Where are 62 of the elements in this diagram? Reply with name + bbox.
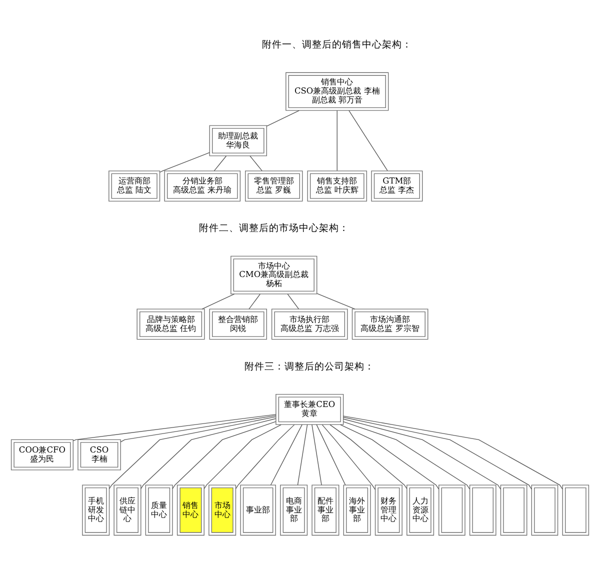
node-box: 品牌与策略部 高级总监 任钧 <box>136 308 205 340</box>
connector <box>330 424 408 490</box>
connector <box>250 156 262 172</box>
connector <box>343 421 470 490</box>
node-box <box>531 484 558 536</box>
node-box: 助理副总裁 华海良 <box>209 125 267 156</box>
node-box <box>469 484 496 536</box>
node-box: 人力资源中心 <box>406 484 434 536</box>
node-box: 市场执行部 高级总监 万志强 <box>271 308 348 340</box>
connector <box>336 110 338 171</box>
node-box: 手机研发中心 <box>82 484 110 536</box>
connector <box>266 110 300 126</box>
connector <box>204 424 282 490</box>
connector <box>140 418 276 490</box>
label: 附件二、调整后的市场中心架构： <box>198 223 349 234</box>
connector <box>348 110 388 171</box>
connector <box>108 416 276 490</box>
node-box: 质量中心 <box>145 484 173 536</box>
node-box: 市场中心 <box>208 484 236 536</box>
connector <box>120 415 276 442</box>
node-box: 海外事业部 <box>343 484 371 536</box>
label: 附件一、调整后的销售中心架构： <box>262 40 412 51</box>
connector <box>316 293 356 310</box>
node-box: 供应链中心 <box>114 484 142 536</box>
connector <box>343 418 501 490</box>
node-box: COO兼CFO 盛为民 <box>10 439 74 470</box>
node-box: 事业部 <box>240 484 276 536</box>
node-box <box>438 484 466 536</box>
node-box: 销售中心 <box>176 484 204 536</box>
node-box: 销售支持部 总监 叶庆辉 <box>307 170 368 202</box>
node-box: 销售中心 CSO兼高级副总裁 李楠 副总裁 郭万音 <box>286 72 389 111</box>
connector <box>287 294 300 310</box>
node-box: 市场中心 CMO兼高级副总裁 杨柘 <box>230 256 318 294</box>
connector <box>248 294 260 310</box>
node-box: GTM部 总监 李杰 <box>371 170 423 202</box>
connector <box>270 424 302 486</box>
node-box: 配件事业部 <box>312 484 340 536</box>
node-box: 分销业务部 高级总监 来丹瑜 <box>164 170 241 202</box>
node-box: 零售管理部 总监 罗巍 <box>245 170 303 202</box>
node-box: 整合营销部 闵锐 <box>209 308 267 340</box>
connector <box>343 416 563 490</box>
node-box: 电商事业部 <box>280 484 308 536</box>
connector <box>322 424 376 490</box>
node-box <box>500 484 528 536</box>
node-box: 市场沟通部 高级总监 罗宗智 <box>352 308 428 340</box>
node-box: 运营商部 总监 陆文 <box>108 170 160 202</box>
connector <box>235 424 295 490</box>
connector <box>343 416 532 490</box>
node-box: CSO 李楠 <box>78 439 121 470</box>
node-box: 财务管理中心 <box>374 484 402 536</box>
connector <box>297 424 308 486</box>
label: 附件三：调整后的公司架构： <box>244 361 375 372</box>
connector <box>72 414 276 442</box>
connector <box>340 424 440 490</box>
connector <box>214 156 227 172</box>
connector <box>202 294 235 310</box>
node-box: 董事长兼CEO 黄章 <box>276 394 344 425</box>
connector <box>160 152 210 173</box>
connector <box>172 421 276 490</box>
connector <box>316 424 346 486</box>
node-box <box>562 484 590 536</box>
connector <box>312 424 322 486</box>
